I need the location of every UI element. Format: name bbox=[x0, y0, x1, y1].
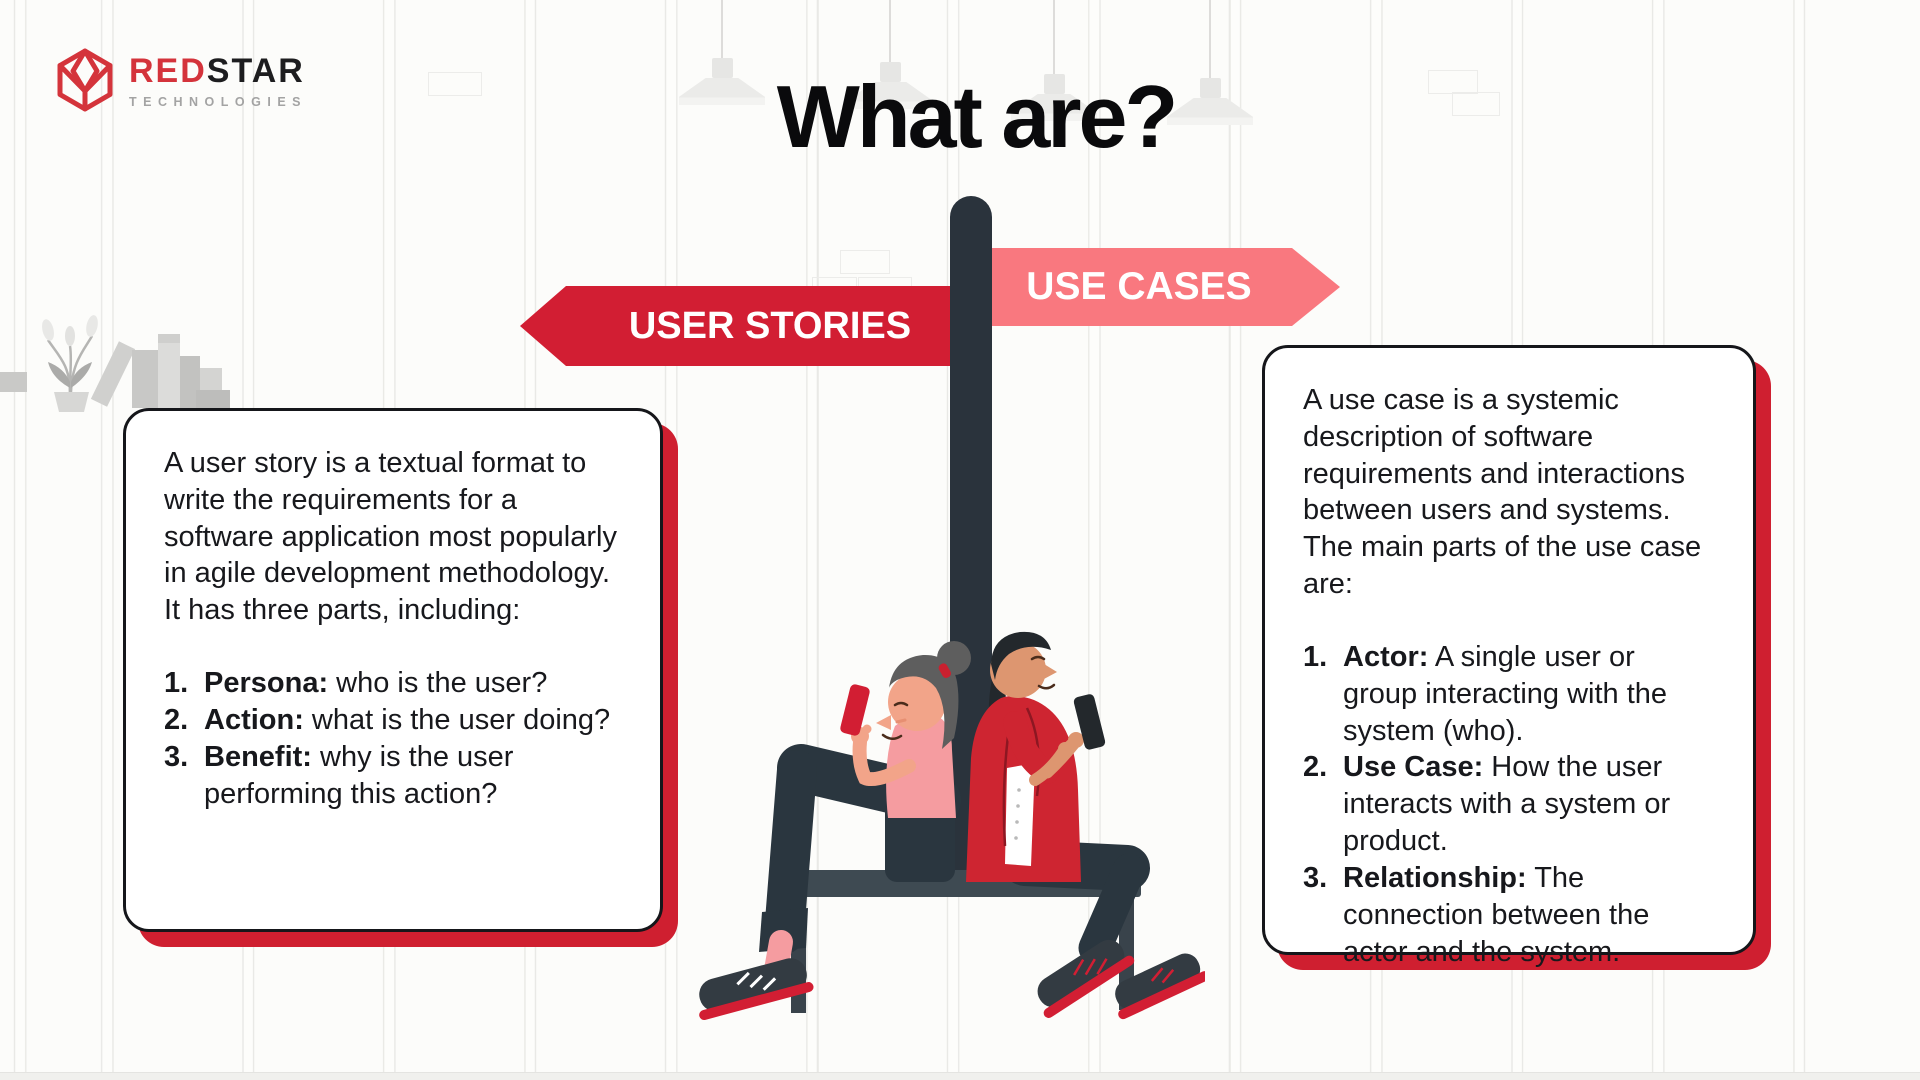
use-cases-sign: USE CASES bbox=[972, 248, 1340, 326]
pendant-lamp bbox=[1167, 0, 1253, 125]
man-nose bbox=[1044, 664, 1057, 679]
user-stories-label: USER STORIES bbox=[628, 304, 912, 347]
list-item: 1. Persona: who is the user? bbox=[164, 667, 548, 700]
man-phone bbox=[1073, 694, 1106, 750]
woman-illustration bbox=[699, 641, 971, 1020]
use-case-intro: A use case is a systemic description of … bbox=[1303, 384, 1702, 601]
brand-logo: REDSTAR TECHNOLOGIES bbox=[56, 48, 307, 112]
wall-frame-decor bbox=[428, 72, 482, 96]
lamp-cord bbox=[889, 0, 891, 62]
redstar-hexagon-icon bbox=[57, 48, 113, 112]
lamp-shade bbox=[679, 78, 765, 105]
page-title: What are? bbox=[776, 67, 1178, 166]
people-on-bench-illustration bbox=[699, 631, 1205, 1020]
hair-tie bbox=[938, 663, 951, 678]
floor-strip bbox=[0, 1072, 1920, 1080]
use-cases-label: USE CASES bbox=[1026, 265, 1252, 308]
user-stories-sign: USER STORIES bbox=[520, 286, 992, 366]
user-story-card: A user story is a textual format to writ… bbox=[123, 408, 663, 932]
lamp-cord bbox=[1209, 0, 1211, 78]
wall-frame-decor bbox=[1428, 70, 1478, 94]
pendant-lamp bbox=[847, 0, 933, 109]
woman-hair bbox=[889, 654, 959, 749]
desk-monitor-decor bbox=[840, 250, 890, 274]
use-case-card: A use case is a systemic description of … bbox=[1262, 345, 1756, 968]
man-shirt bbox=[1005, 763, 1035, 866]
list-item: 3. Benefit: why is the user performing t… bbox=[164, 740, 514, 810]
woman-phone bbox=[840, 684, 870, 736]
list-item: 3. Relationship: The connection between … bbox=[1303, 861, 1650, 968]
brand-word-red: RED bbox=[129, 52, 207, 90]
list-item: 2. Action: what is the user doing? bbox=[164, 703, 611, 736]
woman-head bbox=[888, 673, 946, 731]
woman-nose bbox=[876, 715, 891, 730]
lamp-cord bbox=[1053, 0, 1055, 74]
man-shoe bbox=[1037, 939, 1135, 1018]
brand-name: REDSTAR bbox=[129, 54, 307, 88]
man-shoe bbox=[1115, 953, 1205, 1020]
lamp-shade bbox=[1167, 98, 1253, 125]
wall-frame-decor bbox=[1452, 92, 1500, 116]
shelf-decor bbox=[0, 315, 230, 412]
user-story-intro: A user story is a textual format to writ… bbox=[164, 447, 617, 627]
list-item: 1. Actor: A single user or group interac… bbox=[1303, 640, 1668, 747]
woman-shoe bbox=[699, 958, 814, 1020]
plant bbox=[42, 315, 98, 412]
brand-subtitle: TECHNOLOGIES bbox=[129, 95, 308, 109]
pendant-lamp bbox=[679, 0, 765, 105]
shelf-board bbox=[0, 372, 27, 392]
man-illustration bbox=[966, 631, 1205, 1020]
list-item: 2. Use Case: How the user interacts with… bbox=[1303, 751, 1671, 858]
pendant-lamp bbox=[1011, 0, 1097, 121]
woman-shirt bbox=[886, 714, 956, 818]
books bbox=[90, 334, 230, 408]
brand-word-black: STAR bbox=[206, 52, 305, 90]
lamp-cord bbox=[721, 0, 723, 58]
man-hair-top bbox=[991, 631, 1051, 680]
